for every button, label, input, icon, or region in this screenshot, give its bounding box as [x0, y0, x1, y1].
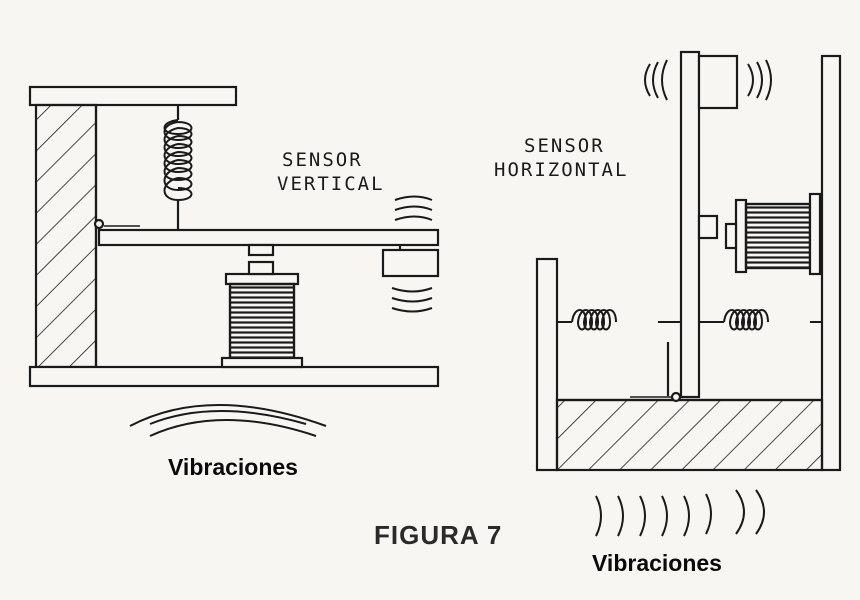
lever-arm: [97, 228, 440, 247]
horizontal-sensor: [535, 50, 842, 537]
spring-vertical: [163, 105, 193, 230]
hinge-vertical: [93, 218, 105, 230]
mass-block: [697, 54, 739, 110]
label-vibrations-right: Vibraciones: [592, 550, 722, 576]
left-post: [535, 257, 559, 472]
hatched-wall: [34, 103, 98, 369]
label-sensor-horizontal-line2: HORIZONTAL: [494, 159, 629, 181]
vibration-arcs-top: [644, 59, 772, 101]
spring-left: [557, 309, 681, 331]
label-sensor-vertical-line1: SENSOR: [282, 149, 363, 171]
base-plate: [28, 365, 440, 388]
hinge-horizontal: [670, 391, 682, 403]
pendulum-rod: [679, 50, 701, 399]
figure-title: FIGURA 7: [374, 520, 503, 550]
vibration-arcs-bottom: [595, 489, 765, 537]
label-sensor-horizontal-line1: SENSOR: [524, 135, 605, 157]
coil-vertical: [220, 260, 304, 369]
top-plate: [28, 85, 238, 107]
magnet-vertical: [381, 248, 440, 278]
label-sensor-vertical-line2: VERTICAL: [277, 173, 385, 195]
right-post: [820, 54, 842, 472]
coil-horizontal: [724, 192, 822, 276]
spring-right: [699, 309, 822, 331]
label-vibrations-left: Vibraciones: [168, 454, 298, 480]
vertical-sensor: [28, 85, 440, 437]
ground-vibration-arcs: [129, 404, 327, 437]
magnet-horizontal: [697, 214, 719, 240]
hatched-base: [555, 398, 824, 472]
vibration-arcs-magnet-left: [391, 195, 433, 313]
